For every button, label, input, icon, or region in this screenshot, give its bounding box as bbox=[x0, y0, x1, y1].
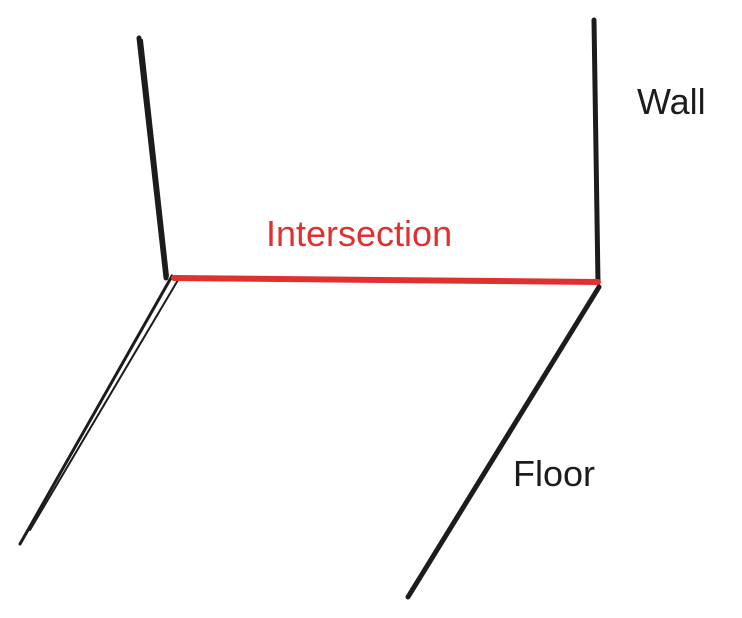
floor-label: Floor bbox=[513, 453, 596, 494]
right-wall-edge bbox=[591, 17, 601, 286]
intersection-label: Intersection bbox=[266, 213, 453, 254]
intersection-line bbox=[171, 275, 601, 285]
left-floor-edge bbox=[18, 274, 174, 546]
wall-label: Wall bbox=[637, 81, 706, 122]
left-floor-edge-sketch bbox=[29, 279, 179, 531]
right-floor-edge bbox=[405, 284, 602, 600]
left-wall-edge-sketch bbox=[141, 39, 169, 277]
left-wall-edge bbox=[136, 35, 169, 281]
